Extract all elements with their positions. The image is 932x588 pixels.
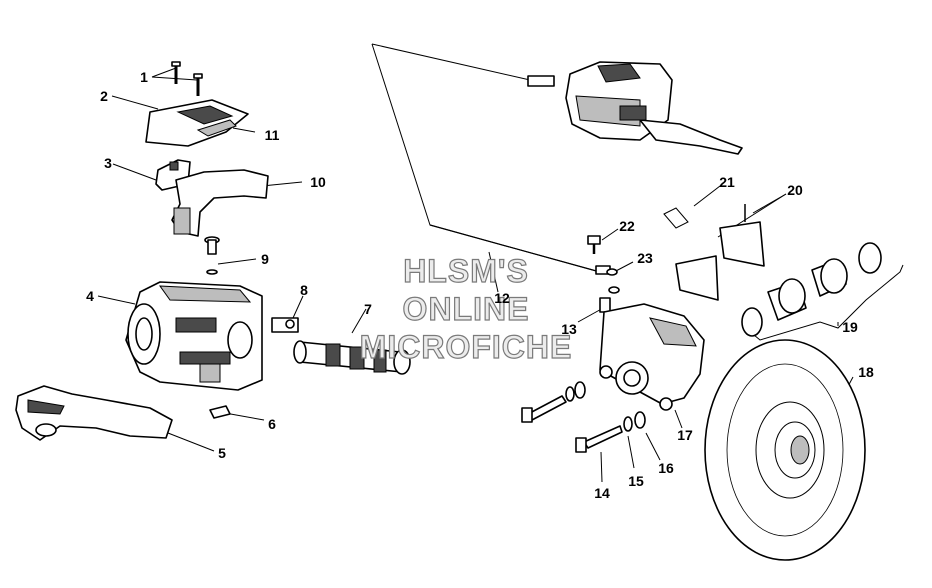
callout-17: 17 <box>677 427 693 443</box>
part-21-spring-clip <box>663 207 689 229</box>
part-16-lockwashers <box>574 381 646 429</box>
part-18-brake-disc <box>704 339 866 561</box>
watermark-line-2: ONLINE <box>403 291 530 327</box>
part-13-bleeder <box>599 297 611 313</box>
watermark: HLSM'S ONLINE MICROFICHE <box>359 252 573 365</box>
callout-4: 4 <box>86 288 94 304</box>
part-9-pin <box>204 236 220 275</box>
callout-7: 7 <box>364 301 372 317</box>
callout-21: 21 <box>719 174 735 190</box>
part-2-reservoir-cover <box>145 99 249 147</box>
part-10-bracket <box>171 169 269 237</box>
callout-2: 2 <box>100 88 108 104</box>
part-1-screws <box>171 61 203 96</box>
part-22-bolt <box>587 235 601 254</box>
callout-5: 5 <box>218 445 226 461</box>
callout-22: 22 <box>619 218 635 234</box>
callout-11: 11 <box>265 127 280 143</box>
callout-numbers: 1 2 3 4 5 6 7 8 9 10 11 12 13 14 15 16 1… <box>86 69 874 501</box>
callout-10: 10 <box>310 174 326 190</box>
callout-20: 20 <box>787 182 803 198</box>
watermark-line-1: HLSM'S <box>403 253 529 289</box>
part-19-pistons <box>741 242 882 337</box>
callout-8: 8 <box>300 282 308 298</box>
part-5-lever <box>15 385 173 441</box>
callout-13: 13 <box>561 321 577 337</box>
part-4-master-cylinder <box>125 281 263 391</box>
part-8-fitting <box>271 317 299 333</box>
callout-3: 3 <box>104 155 112 171</box>
watermark-line-3: MICROFICHE <box>360 329 573 365</box>
callout-15: 15 <box>628 473 644 489</box>
part-15-washers <box>565 386 633 432</box>
part-14-bolts <box>521 395 623 453</box>
caliper-assembly <box>599 303 705 411</box>
callout-16: 16 <box>658 460 674 476</box>
part-6-clip <box>209 405 231 419</box>
part-7-plunger <box>293 340 411 375</box>
callout-6: 6 <box>268 416 276 432</box>
callout-18: 18 <box>858 364 874 380</box>
callout-12: 12 <box>494 290 510 306</box>
callout-14: 14 <box>594 485 610 501</box>
callout-19: 19 <box>842 319 858 335</box>
part-23-washers <box>606 268 620 294</box>
callout-1: 1 <box>140 69 148 85</box>
assembled-master-cylinder <box>527 61 743 155</box>
callout-9: 9 <box>261 251 269 267</box>
callout-23: 23 <box>637 250 653 266</box>
part-20-brake-pads <box>675 204 765 301</box>
